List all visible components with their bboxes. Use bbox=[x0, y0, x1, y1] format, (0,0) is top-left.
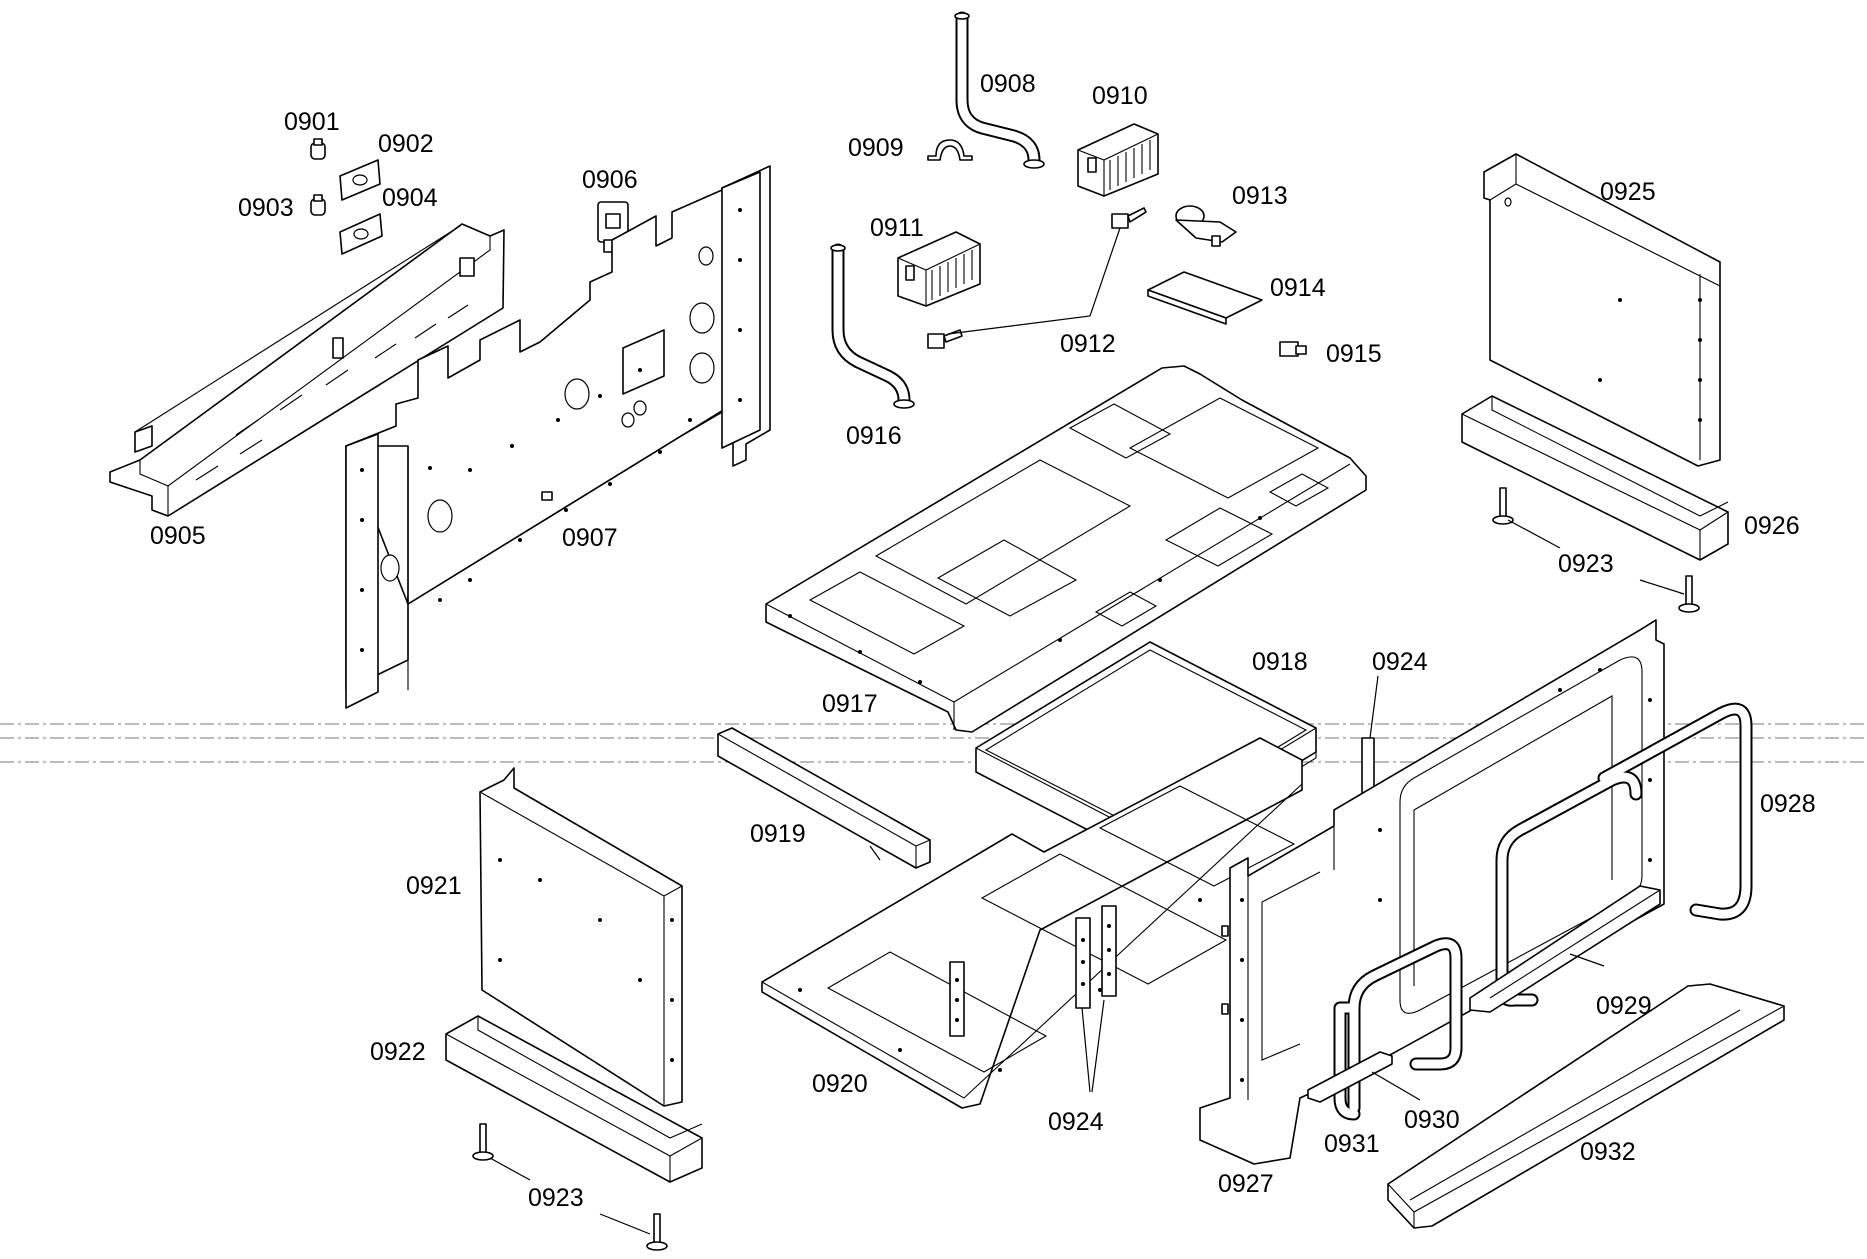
label-0904: 0904 bbox=[382, 184, 438, 212]
leader-0923-lower bbox=[1639, 579, 1685, 595]
leader-0912 bbox=[947, 227, 1121, 335]
part-0908-tube bbox=[954, 11, 1045, 169]
part-0923-foot-lower-right bbox=[1678, 575, 1700, 613]
part-0921-side-panel bbox=[479, 767, 683, 1107]
label-0918: 0918 bbox=[1252, 648, 1308, 676]
label-0907: 0907 bbox=[562, 524, 618, 552]
label-0928: 0928 bbox=[1760, 790, 1816, 818]
leader-0923-upper bbox=[1507, 519, 1561, 549]
label-0925: 0925 bbox=[1600, 178, 1656, 206]
leader-0930 bbox=[1371, 1071, 1421, 1101]
part-0911-heating-element bbox=[897, 231, 981, 307]
label-0922: 0922 bbox=[370, 1038, 426, 1066]
part-0925-side-panel bbox=[1483, 153, 1721, 467]
part-0927-front-frame bbox=[1199, 619, 1665, 1165]
part-0904-plate bbox=[339, 213, 383, 255]
part-0924-upright-d bbox=[1361, 737, 1375, 795]
part-0909-clamp bbox=[927, 139, 973, 161]
part-labels: 0901 0902 0903 0904 0905 0906 0907 0908 … bbox=[150, 70, 1816, 1212]
label-0909: 0909 bbox=[848, 134, 904, 162]
label-0929: 0929 bbox=[1596, 992, 1652, 1020]
part-0919-rail bbox=[717, 727, 931, 869]
part-0926-base-channel bbox=[1461, 395, 1729, 561]
label-0931: 0931 bbox=[1324, 1130, 1380, 1158]
label-0916: 0916 bbox=[846, 422, 902, 450]
label-0932: 0932 bbox=[1580, 1138, 1636, 1166]
leader-0919 bbox=[869, 845, 881, 861]
label-0920: 0920 bbox=[812, 1070, 868, 1098]
part-0915-connector bbox=[1279, 341, 1307, 357]
part-0923-foot-lower-left bbox=[646, 1213, 668, 1251]
label-0903: 0903 bbox=[238, 194, 294, 222]
part-0917-top-panel bbox=[765, 365, 1367, 733]
part-0929-rail bbox=[1469, 885, 1661, 1013]
part-0916-tube bbox=[830, 243, 915, 409]
label-0911: 0911 bbox=[870, 214, 924, 242]
part-0912-bracket-lower bbox=[927, 329, 963, 349]
label-0913: 0913 bbox=[1232, 182, 1288, 210]
part-0924-upright-b bbox=[1075, 917, 1091, 1009]
part-0914-tray bbox=[1147, 271, 1263, 325]
label-0926: 0926 bbox=[1744, 512, 1800, 540]
label-0917: 0917 bbox=[822, 690, 878, 718]
leader-0929 bbox=[1569, 953, 1605, 967]
part-0903-knob bbox=[310, 194, 326, 216]
part-0901-knob bbox=[310, 138, 326, 160]
label-0910: 0910 bbox=[1092, 82, 1148, 110]
leader-0924-upper bbox=[1369, 675, 1379, 739]
label-0923-left: 0923 bbox=[528, 1184, 584, 1212]
label-0924-upper: 0924 bbox=[1372, 648, 1428, 676]
leader-0923-left-lower bbox=[599, 1213, 651, 1235]
part-0920-base-pan bbox=[761, 737, 1303, 1109]
label-0902: 0902 bbox=[378, 130, 434, 158]
label-0930: 0930 bbox=[1404, 1106, 1460, 1134]
part-0923-foot-upper-right bbox=[1492, 487, 1514, 525]
label-0914: 0914 bbox=[1270, 274, 1326, 302]
label-0924-lower: 0924 bbox=[1048, 1108, 1104, 1136]
label-0905: 0905 bbox=[150, 522, 206, 550]
label-0908: 0908 bbox=[980, 70, 1036, 98]
part-0924-upright-c bbox=[1101, 905, 1117, 997]
part-0905-front-channel bbox=[109, 223, 505, 517]
label-0901: 0901 bbox=[284, 108, 340, 136]
label-0906: 0906 bbox=[582, 166, 638, 194]
part-0913-thermostat bbox=[1175, 205, 1237, 247]
part-0912-bracket-upper bbox=[1111, 207, 1147, 229]
part-0910-heating-element bbox=[1077, 123, 1159, 197]
label-0915: 0915 bbox=[1326, 340, 1382, 368]
part-0931-handle-tube bbox=[1333, 937, 1463, 1121]
part-0932-kick-plate bbox=[1387, 983, 1785, 1229]
leader-0923-left-upper bbox=[489, 1157, 531, 1181]
part-0923-foot-upper-left bbox=[472, 1123, 494, 1161]
label-0912: 0912 bbox=[1060, 330, 1116, 358]
label-0923-right: 0923 bbox=[1558, 550, 1614, 578]
leader-0924-lower bbox=[1081, 999, 1105, 1093]
label-0927: 0927 bbox=[1218, 1170, 1274, 1198]
label-0921: 0921 bbox=[406, 872, 462, 900]
label-0919: 0919 bbox=[750, 820, 806, 848]
part-0930-bracket bbox=[1307, 1051, 1393, 1103]
part-0922-base-channel bbox=[445, 1015, 703, 1183]
part-0924-upright-a bbox=[949, 961, 965, 1037]
part-0907-control-panel bbox=[345, 165, 771, 709]
part-0902-plate bbox=[339, 159, 381, 201]
